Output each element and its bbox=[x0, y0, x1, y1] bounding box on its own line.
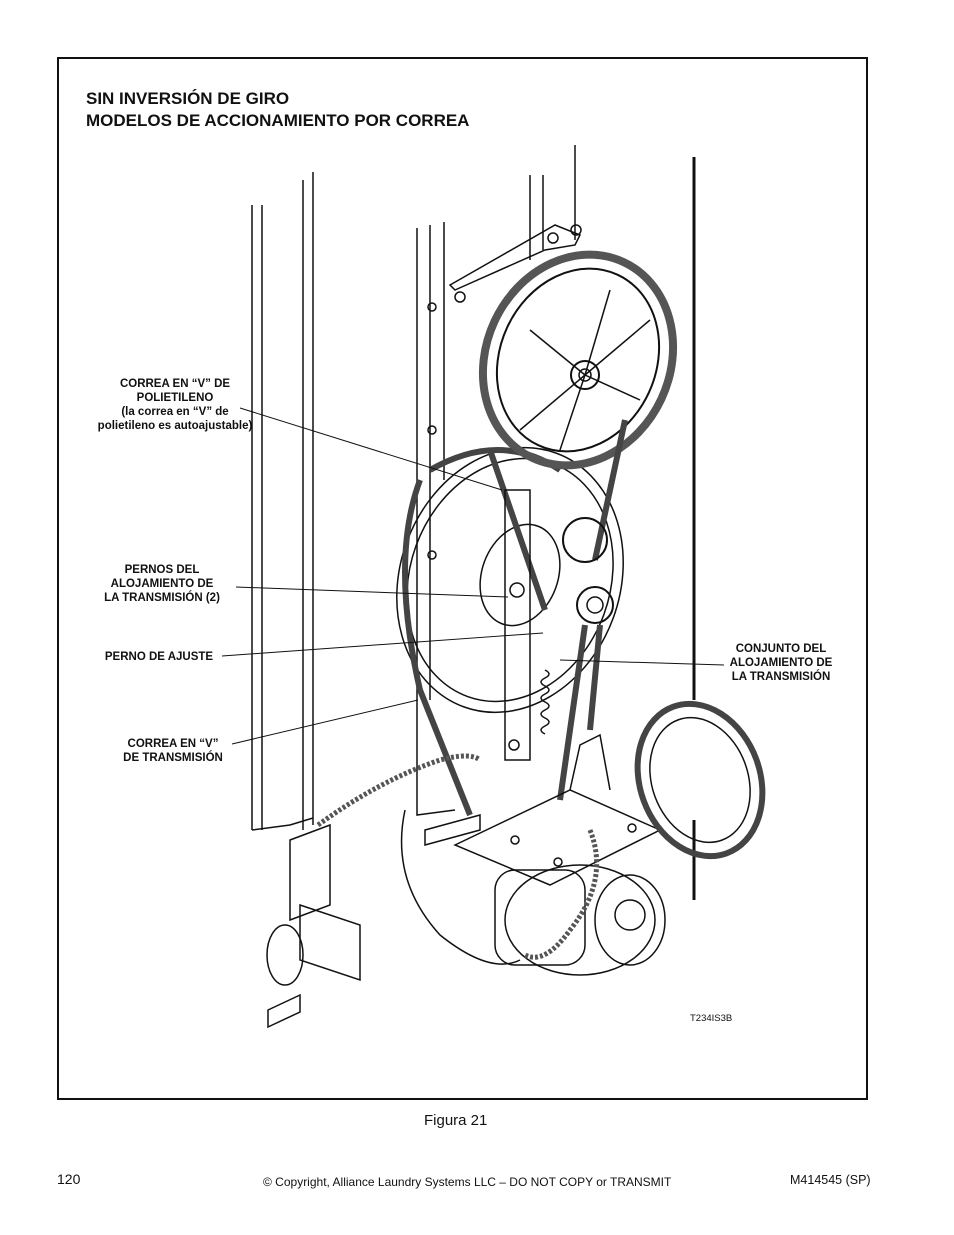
leader-housing-bolts bbox=[235, 586, 509, 598]
callout-poly-belt: CORREA EN “V” DE POLIETILENO (la correa … bbox=[70, 377, 280, 433]
callout-drive-belt: CORREA EN “V” DE TRANSMISIÓN bbox=[103, 737, 243, 765]
figure-frame bbox=[57, 57, 868, 1100]
callout-line: CORREA EN “V” bbox=[127, 738, 219, 750]
callout-adjust-bolt: PERNO DE AJUSTE bbox=[92, 650, 226, 664]
callout-line: DE TRANSMISIÓN bbox=[123, 752, 223, 764]
callout-line: CORREA EN “V” DE bbox=[119, 378, 231, 390]
callout-line: (la correa en “V” de bbox=[121, 406, 229, 418]
callout-housing-bolts: PERNOS DEL ALOJAMIENTO DE LA TRANSMISIÓN… bbox=[88, 563, 236, 605]
title-line-1: SIN INVERSIÓN DE GIRO bbox=[86, 89, 290, 108]
callout-line: ALOJAMIENTO DE bbox=[110, 578, 214, 590]
callout-line: LA TRANSMISIÓN (2) bbox=[104, 592, 220, 604]
callout-line: CONJUNTO DEL bbox=[735, 643, 827, 655]
callout-line: POLIETILENO bbox=[136, 392, 214, 404]
callout-housing-assembly: CONJUNTO DEL ALOJAMIENTO DE LA TRANSMISI… bbox=[714, 642, 848, 684]
callout-line: PERNO DE AJUSTE bbox=[104, 651, 214, 663]
callout-line: polietileno es autoajustable) bbox=[97, 420, 253, 432]
copyright-notice: © Copyright, Alliance Laundry Systems LL… bbox=[263, 1175, 672, 1189]
figure-caption: Figura 21 bbox=[424, 1112, 488, 1129]
leader-poly-belt bbox=[239, 407, 503, 491]
document-number: M414545 (SP) bbox=[790, 1173, 871, 1187]
leader-housing-assembly bbox=[559, 659, 725, 666]
figure-title: SIN INVERSIÓN DE GIRO MODELOS DE ACCIONA… bbox=[86, 88, 469, 132]
leader-adjust-bolt bbox=[221, 632, 544, 657]
callout-line: PERNOS DEL bbox=[124, 564, 200, 576]
callout-line: LA TRANSMISIÓN bbox=[731, 671, 831, 683]
illustration-code: T234IS3B bbox=[690, 1013, 733, 1024]
callout-line: ALOJAMIENTO DE bbox=[729, 657, 833, 669]
page-number: 120 bbox=[57, 1171, 81, 1187]
title-line-2: MODELOS DE ACCIONAMIENTO POR CORREA bbox=[86, 111, 470, 130]
leader-drive-belt bbox=[231, 699, 419, 745]
